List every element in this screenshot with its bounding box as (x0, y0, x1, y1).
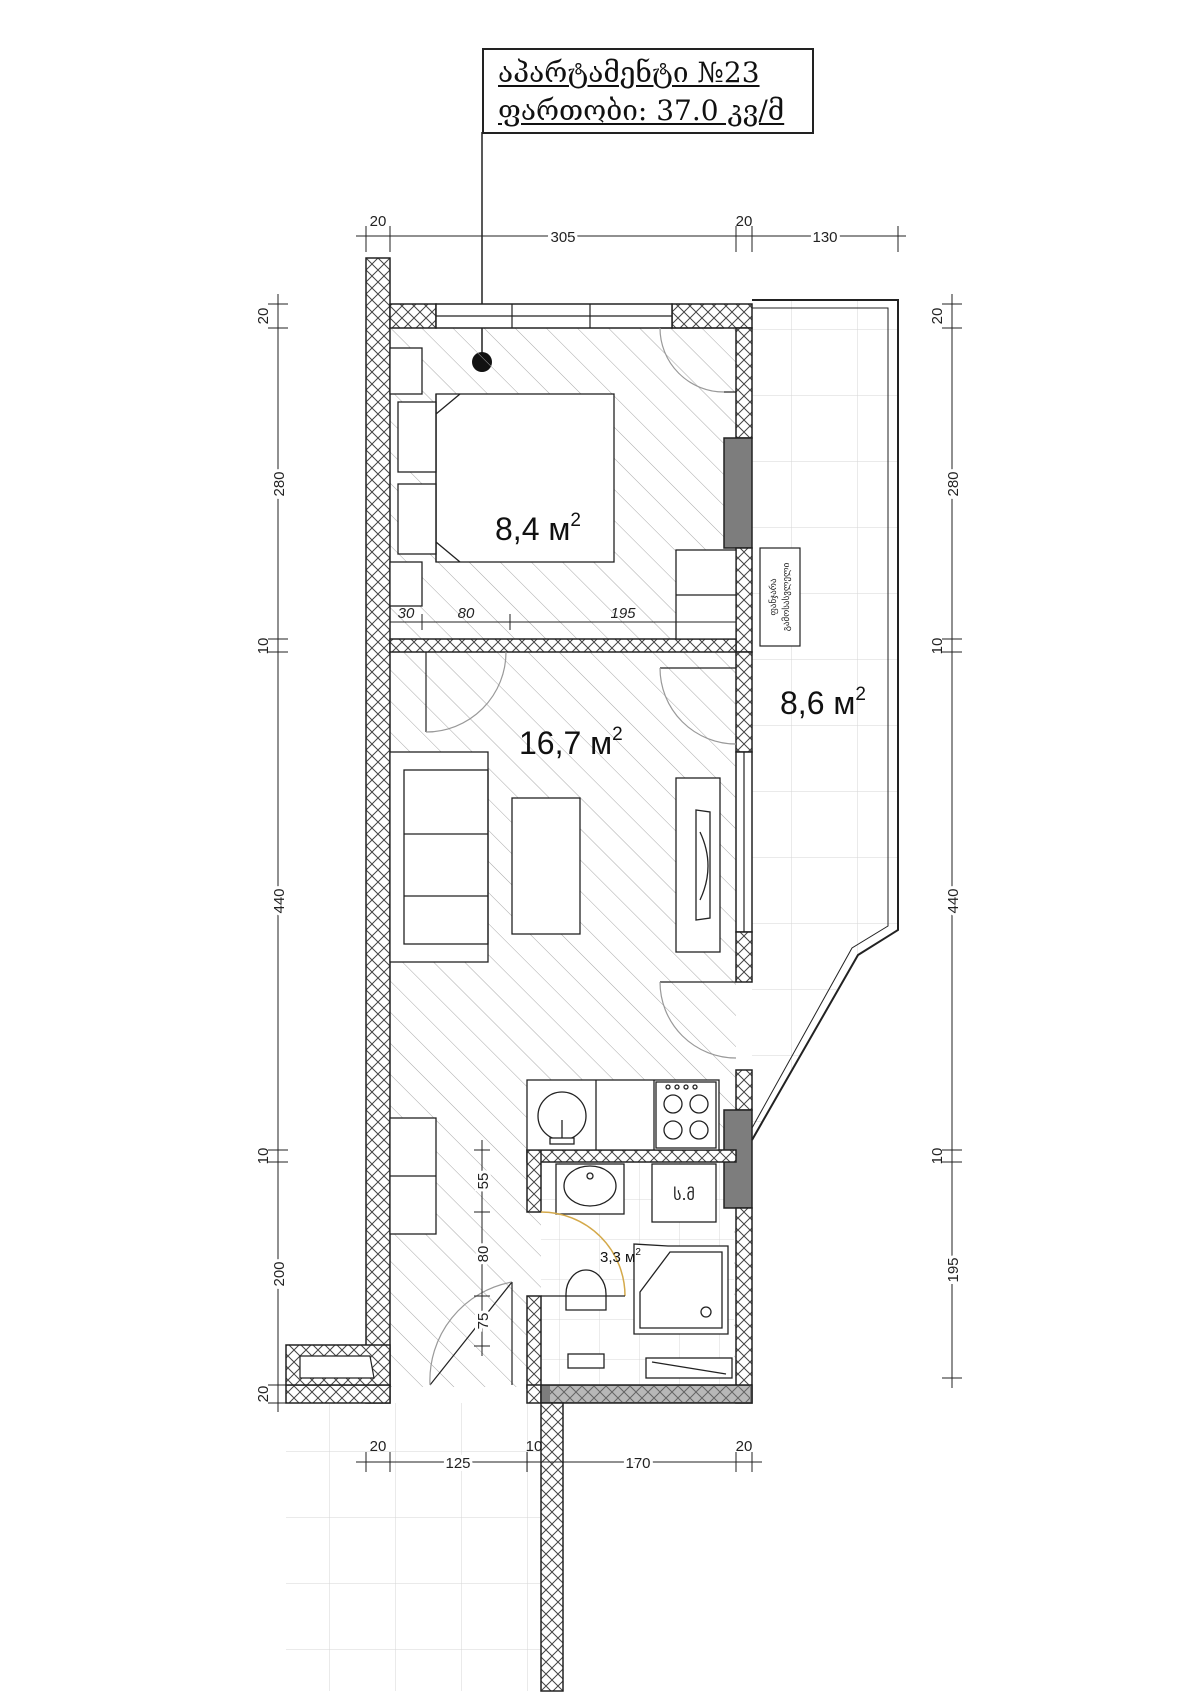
washing-machine (651, 1163, 717, 1223)
bottom-wall-mid (526, 1384, 542, 1404)
entrance-terrace-floor (286, 1403, 558, 1691)
bath-sink (563, 1165, 617, 1207)
dim-left-1: 20 (255, 308, 272, 325)
right-wall-lower-3 (735, 1069, 753, 1111)
entrance-rail (540, 1402, 564, 1692)
bedroom-furniture (389, 347, 737, 640)
bath-wall-left (526, 1149, 542, 1213)
bathroom-area: 3,3 м2 (600, 1247, 641, 1266)
right-wall-lower (735, 651, 753, 753)
left-wall (365, 257, 391, 1404)
apartment-number: აპარტამენტი №23 (498, 56, 760, 89)
bathroom-fixtures (555, 1163, 733, 1379)
dim-door-2: 80 (475, 1246, 492, 1263)
top-wall-right (671, 303, 753, 329)
dim-left-2: 280 (271, 471, 288, 496)
doors (425, 327, 737, 1386)
right-wall-lower-2 (735, 931, 753, 983)
dimension-lines (268, 226, 962, 1472)
shower-tray (633, 1243, 729, 1335)
dim-right-4: 440 (945, 888, 962, 913)
bed (435, 393, 615, 563)
bedroom-area: 8,4 м2 (495, 510, 581, 547)
exit-panel-line1: ფანჯარა (768, 578, 779, 616)
bath-wall-top (526, 1149, 737, 1163)
dim-door-1: 55 (475, 1173, 492, 1190)
right-wall-mid (735, 547, 753, 653)
nightstand-top (389, 347, 423, 395)
dim-left-5: 10 (255, 1148, 272, 1165)
dim-bottom-4: 170 (625, 1455, 650, 1472)
terrace-area: 8,6 м2 (780, 684, 866, 721)
dim-left-3: 10 (255, 638, 272, 655)
stove (655, 1081, 717, 1149)
nightstand-bottom (389, 561, 423, 607)
bath-wall-left-low (526, 1295, 542, 1389)
dim-top-3: 20 (736, 213, 753, 230)
tv (695, 809, 711, 921)
dim-bottom-5: 20 (736, 1438, 753, 1455)
dim-left-6: 200 (271, 1261, 288, 1286)
dim-top-4: 130 (812, 229, 837, 246)
toilet (565, 1269, 607, 1311)
coffee-table (511, 797, 581, 935)
bottom-wall-left (285, 1384, 391, 1404)
dim-bottom-3: 10 (526, 1438, 543, 1455)
dim-top-1: 20 (370, 213, 387, 230)
apartment-title-box: აპარტამენტი №23 ფართობი: 37.0 კვ/მ (482, 48, 814, 134)
dim-left-4: 440 (271, 888, 288, 913)
dim-top-2: 305 (550, 229, 575, 246)
bed-blanket-fold (435, 393, 461, 563)
bath-door-arc (540, 1211, 626, 1297)
partition-bed-living (389, 638, 737, 653)
dim-right-6: 195 (945, 1257, 962, 1282)
dim-inner-1: 30 (398, 605, 415, 622)
pillow-1 (397, 401, 437, 473)
dim-left-7: 20 (255, 1386, 272, 1403)
exit-panel (759, 547, 801, 647)
right-wall-dark-1 (723, 437, 753, 549)
apartment-area: ფართობი: 37.0 კვ/მ (498, 94, 785, 127)
pillow-2 (397, 483, 437, 555)
living-area: 16,7 м2 (519, 724, 623, 761)
terrace-railing (751, 299, 899, 1141)
top-wall-left (389, 303, 437, 329)
sofa (389, 751, 489, 963)
living-furniture (389, 751, 721, 1235)
dim-door-3: 75 (475, 1313, 492, 1330)
terrace-floor (752, 300, 898, 1140)
dim-right-3: 10 (929, 638, 946, 655)
dim-bottom-2: 125 (445, 1455, 470, 1472)
right-wall-upper (735, 327, 753, 439)
dim-inner-2: 80 (458, 605, 475, 622)
right-wall-bottom (735, 1207, 753, 1404)
dim-right-5: 10 (929, 1148, 946, 1165)
dim-inner-3: 195 (610, 605, 636, 622)
dim-right-1: 20 (929, 308, 946, 325)
washing-machine-label: ს.მ (673, 1185, 695, 1204)
exit-panel-line2: გამოსასვლელი (781, 562, 792, 631)
kitchen (526, 1079, 720, 1151)
dim-right-2: 280 (945, 471, 962, 496)
dim-bottom-1: 20 (370, 1438, 387, 1455)
